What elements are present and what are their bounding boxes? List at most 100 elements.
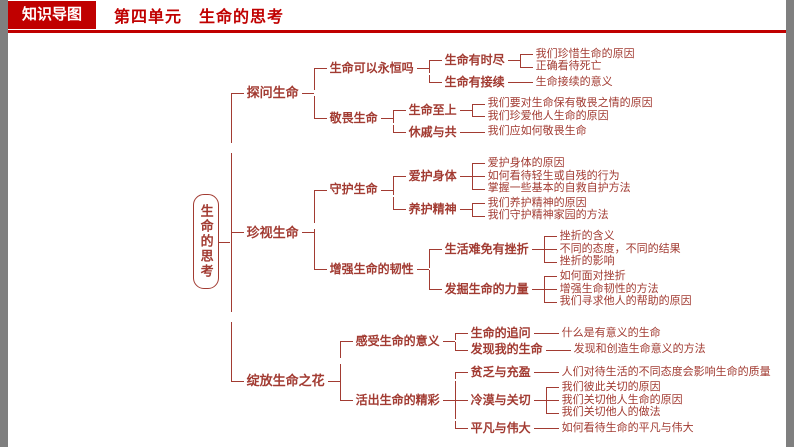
map-node: 如何看待生命的平凡与伟大: [559, 422, 697, 435]
map-node: 掌握一些基本的自救自护方法: [485, 182, 634, 195]
tree-branch: 生命有接续 生命接续的意义: [428, 74, 638, 89]
tree-branch: 掌握一些基本的自救自护方法: [471, 182, 634, 195]
children-group: 生命接续的意义: [519, 76, 616, 89]
children-group: 人们对待生活的不同态度会影响生命的质量: [545, 365, 774, 379]
map-node: 正确看待死亡: [533, 60, 605, 73]
children-group: 生活难免有挫折挫折的含义不同的态度，不同的结果挫折的影响发掘生命的力量如何面对挫…: [428, 229, 695, 309]
map-node: 珍视生命守护生命爱护身体爱护身体的原因如何看待轻生或自残的行为掌握一些基本的自救…: [244, 153, 695, 312]
node-label: 探问生命: [244, 85, 314, 101]
map-node: 守护生命爱护身体爱护身体的原因如何看待轻生或自残的行为掌握一些基本的自救自护方法…: [327, 156, 634, 223]
tree-branch: 平凡与伟大如何看待生命的平凡与伟大: [454, 421, 774, 435]
tree-branch: 挫折的影响: [543, 255, 684, 268]
node-label: 守护生命: [327, 182, 393, 196]
node-label: 生命的追问: [468, 326, 546, 340]
node-label: 我们应如何敬畏生命: [487, 125, 587, 138]
children-group: 我们要对生命保有敬畏之情的原因我们珍爱他人生命的原因: [471, 97, 656, 122]
node-label: 敬畏生命: [327, 111, 393, 125]
map-node: 我们要对生命保有敬畏之情的原因: [485, 97, 656, 110]
tree-branch: 爱护身体爱护身体的原因如何看待轻生或自残的行为掌握一些基本的自救自护方法: [392, 157, 634, 195]
map-node: 我们养护精神的原因: [485, 197, 590, 210]
tree-branch: 休戚与共 我们应如何敬畏生命: [392, 124, 656, 139]
map-node: 挫折的影响: [557, 255, 618, 268]
map-node: 爱护身体的原因: [485, 157, 568, 170]
right-gray-bar: [786, 0, 794, 447]
node-label: 活出生命的精彩: [353, 393, 455, 407]
map-node: 发掘生命的力量如何面对挫折增强生命韧性的方法我们寻求他人的帮助的原因: [442, 270, 695, 308]
node-label: 生命接续的意义: [535, 75, 613, 88]
node-label: 如何看待生命的平凡与伟大: [561, 421, 694, 434]
map-node: 增强生命的韧性生活难免有挫折挫折的含义不同的态度，不同的结果挫折的影响发掘生命的…: [327, 229, 695, 309]
node-label: 我们养护精神的原因: [487, 196, 587, 209]
map-node: 生命有接续 生命接续的意义: [442, 75, 616, 89]
tree-branch: 我们珍惜生命的原因: [519, 47, 638, 61]
node-label: 珍视生命: [244, 225, 314, 241]
tree-branch: 我们寻求他人的帮助的原因: [543, 295, 695, 308]
tree-branch: 我们守护精神家园的方法: [471, 209, 612, 222]
node-label: 我们珍惜生命的原因: [535, 47, 635, 60]
page-title: 第四单元 生命的思考: [114, 9, 285, 26]
tree-branch: 爱护身体的原因: [471, 157, 634, 170]
map-node: 挫折的含义: [557, 230, 618, 243]
node-label: 我们要对生命保有敬畏之情的原因: [487, 97, 653, 110]
tree-branch: 发现我的生命发现和创造生命意义的方法: [454, 342, 709, 356]
node-label: 生命有接续: [442, 75, 520, 89]
map-node: 养护精神我们养护精神的原因我们守护精神家园的方法: [406, 197, 612, 222]
map-node: 爱护身体爱护身体的原因如何看待轻生或自残的行为掌握一些基本的自救自护方法: [406, 157, 634, 195]
node-label: 挫折的影响: [559, 255, 615, 268]
tree-branch: 敬畏生命生命至上我们要对生命保有敬畏之情的原因我们珍爱他人生命的原因休戚与共 我们…: [313, 96, 656, 140]
node-label: 养护精神: [406, 202, 472, 216]
tree-branch: 生命的追问 什么是有意义的生命: [454, 326, 709, 341]
tree-branch: 我们关切他人生命的原因: [545, 393, 686, 407]
map-node: 增强生命韧性的方法: [557, 283, 662, 296]
map-node: 发现和创造生命意义的方法: [571, 343, 709, 356]
children-group: 爱护身体爱护身体的原因如何看待轻生或自残的行为掌握一些基本的自救自护方法养护精神…: [392, 156, 634, 223]
node-label: 生命有时尽: [442, 53, 520, 67]
node-label: 人们对待生活的不同态度会影响生命的质量: [561, 365, 771, 378]
node-label: 增强生命韧性的方法: [559, 282, 659, 295]
node-label: 什么是有意义的生命: [561, 326, 661, 339]
tree-branch: 增强生命的韧性生活难免有挫折挫折的含义不同的态度，不同的结果挫折的影响发掘生命的…: [313, 229, 695, 309]
tree-branch: 我们彼此关切的原因: [545, 381, 686, 394]
tree-branch: 我们要对生命保有敬畏之情的原因: [471, 97, 656, 110]
node-label: 绽放生命之花: [244, 373, 340, 389]
tree-branch: 我们应如何敬畏生命: [471, 125, 590, 138]
children-group: 发现和创造生命意义的方法: [557, 343, 709, 356]
tree-branch: 发掘生命的力量如何面对挫折增强生命韧性的方法我们寻求他人的帮助的原因: [428, 270, 695, 308]
node-label: 增强生命的韧性: [327, 262, 429, 276]
node-label: 发掘生命的力量: [442, 282, 544, 296]
node-label: 我们守护精神家园的方法: [487, 209, 609, 222]
map-node: 贫乏与充盈 人们对待生活的不同态度会影响生命的质量: [468, 365, 774, 379]
map-node: 如何面对挫折: [557, 270, 629, 283]
children-group: 挫折的含义不同的态度，不同的结果挫折的影响: [543, 230, 684, 268]
map-node: 生命至上我们要对生命保有敬畏之情的原因我们珍爱他人生命的原因: [406, 97, 656, 122]
node-label: 爱护身体: [406, 169, 472, 183]
map-node: 生命接续的意义: [533, 76, 616, 89]
children-group: 感受生命的意义生命的追问什么是有意义的生命发现我的生命发现和创造生命意义的方法活…: [339, 322, 774, 439]
node-label: 我们珍爱他人生命的原因: [487, 109, 609, 122]
node-label: 掌握一些基本的自救自护方法: [487, 182, 631, 195]
map-node: 我们守护精神家园的方法: [485, 209, 612, 222]
map-node: 生命有时尽我们珍惜生命的原因正确看待死亡: [442, 48, 638, 73]
tree-branch: 挫折的含义: [543, 230, 684, 243]
children-group: 我们珍惜生命的原因正确看待死亡: [519, 47, 638, 73]
children-group: 如何面对挫折增强生命韧性的方法我们寻求他人的帮助的原因: [543, 270, 695, 308]
tree-branch: 生命有时尽我们珍惜生命的原因正确看待死亡: [428, 48, 638, 74]
header: 知识导图 第四单元 生命的思考: [8, 0, 786, 33]
node-label: 正确看待死亡: [535, 60, 602, 73]
map-node: 我们关切他人的做法: [559, 406, 664, 419]
node-label: 如何面对挫折: [559, 270, 626, 283]
tree-branch: 生活难免有挫折挫折的含义不同的态度，不同的结果挫折的影响: [428, 230, 695, 268]
node-label: 不同的态度，不同的结果: [559, 242, 681, 255]
tree-branch: 正确看待死亡: [519, 60, 638, 73]
map-node: 生活难免有挫折挫折的含义不同的态度，不同的结果挫折的影响: [442, 230, 684, 268]
map-node: 感受生命的意义生命的追问什么是有意义的生命发现我的生命发现和创造生命意义的方法: [353, 325, 709, 358]
children-group: 守护生命爱护身体爱护身体的原因如何看待轻生或自残的行为掌握一些基本的自救自护方法…: [313, 153, 695, 312]
node-label: 贫乏与充盈: [468, 365, 546, 379]
node-label: 冷漠与关切: [468, 393, 546, 407]
map-node: 如何看待轻生或自残的行为: [485, 170, 623, 183]
node-label: 休戚与共: [406, 125, 472, 139]
children-group: 我们养护精神的原因我们守护精神家园的方法: [471, 197, 612, 222]
header-badge: 知识导图: [8, 1, 97, 29]
children-group: 我们彼此关切的原因我们关切他人生命的原因我们关切他人的做法: [545, 381, 686, 419]
